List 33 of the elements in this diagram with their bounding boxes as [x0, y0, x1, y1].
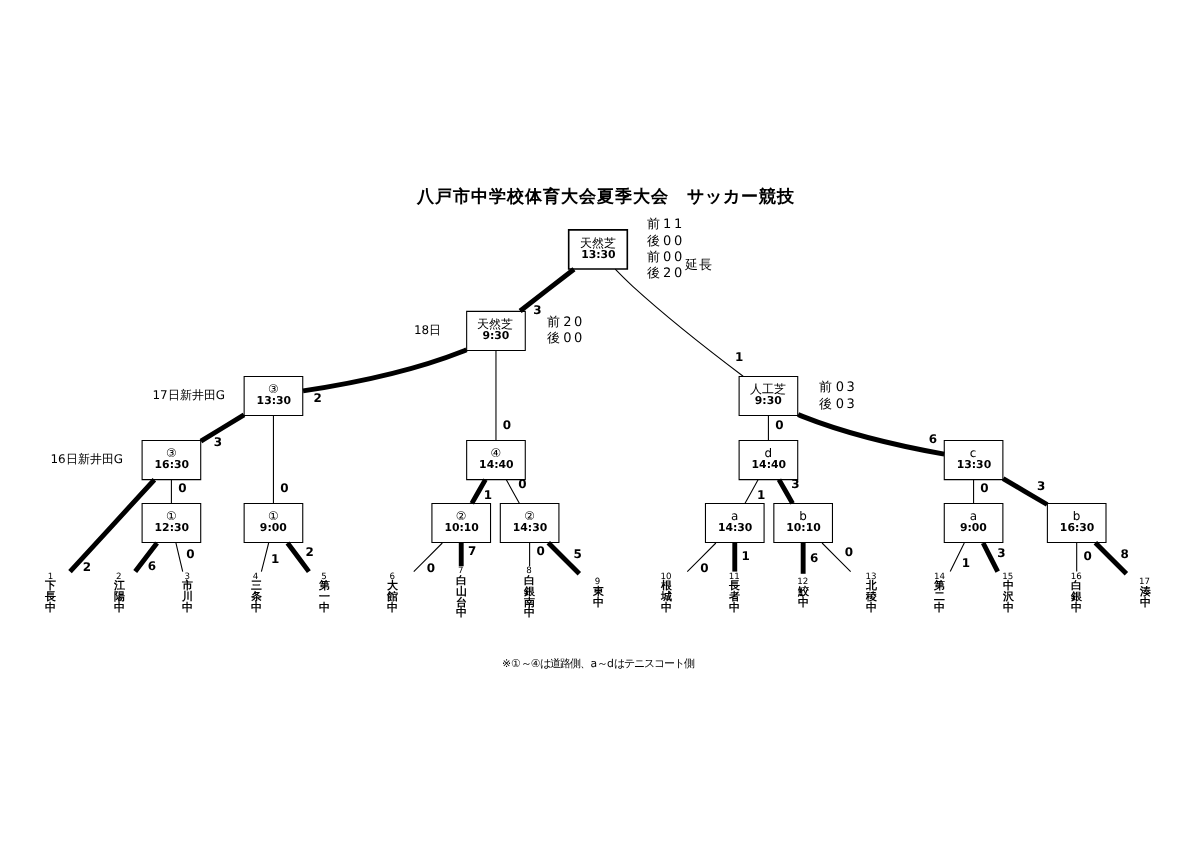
connector: [272, 414, 274, 503]
connector: [495, 348, 497, 441]
connector: [285, 540, 311, 573]
connector: [518, 266, 576, 312]
connector: [413, 541, 443, 572]
connector: [1001, 475, 1049, 506]
connector: [767, 414, 769, 440]
connector: [469, 477, 488, 504]
connector: [800, 541, 806, 573]
connector: [133, 540, 159, 573]
connector: [732, 542, 738, 571]
connector: [614, 267, 744, 376]
connector: [1076, 541, 1078, 572]
connector: [175, 541, 184, 572]
connector: [170, 478, 172, 503]
connector: [546, 540, 582, 575]
connector: [686, 541, 717, 572]
connector: [1093, 540, 1129, 575]
connector: [458, 541, 464, 566]
connector: [68, 477, 157, 573]
connector: [199, 411, 246, 443]
connector: [744, 478, 759, 503]
connector: [949, 541, 965, 572]
diagram-title: 八戸市中学校体育大会夏季大会 サッカー競技: [416, 186, 795, 207]
connector: [505, 478, 520, 503]
connector: [260, 541, 270, 572]
connector: [981, 540, 1000, 572]
connector: [776, 477, 795, 504]
connector: [797, 411, 945, 456]
connector: [821, 541, 852, 572]
connector: [529, 541, 531, 566]
connector: [973, 478, 975, 503]
connector: [302, 346, 468, 393]
